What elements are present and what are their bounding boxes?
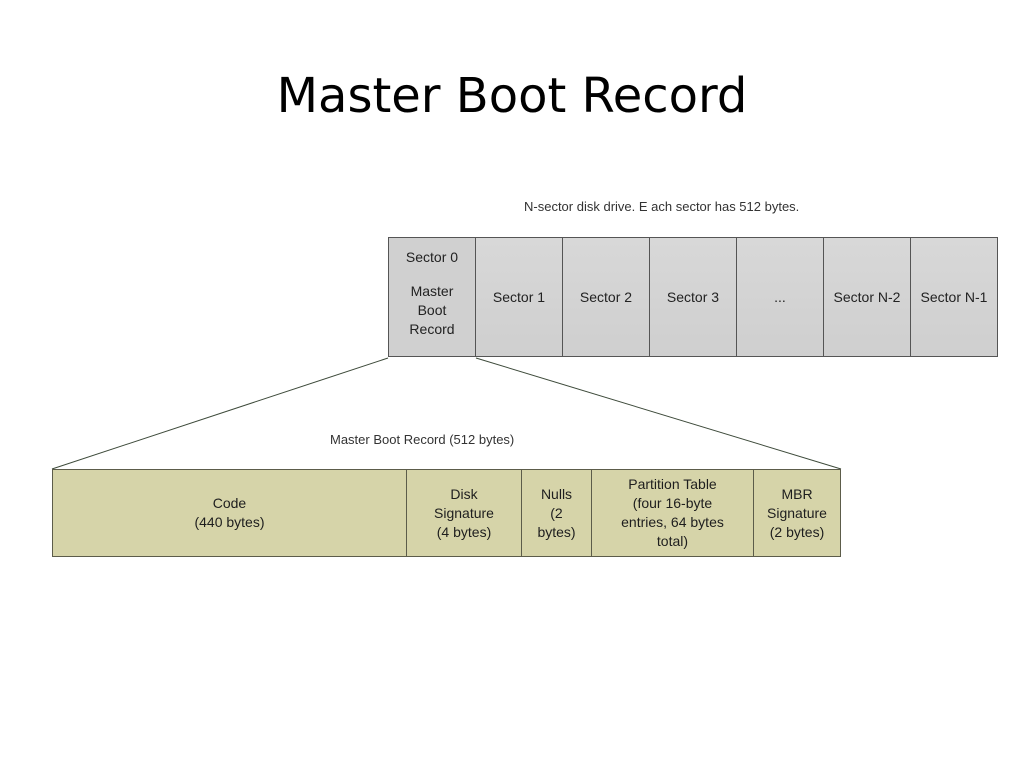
- mbr-field-partition-table-line1: Partition Table: [628, 476, 717, 492]
- sector-0-desc-line1: Master: [410, 283, 454, 299]
- sector-1-label: Sector 1: [492, 288, 546, 305]
- mbr-field-disk-signature-line2: Signature: [434, 504, 494, 521]
- sector-2-label: Sector 2: [579, 288, 633, 305]
- mbr-field-code-line1: Code: [212, 495, 247, 511]
- sector-n-1-box: Sector N-1: [910, 237, 998, 357]
- sector-n-1-label: Sector N-1: [920, 288, 988, 305]
- mbr-caption: Master Boot Record (512 bytes): [330, 432, 515, 447]
- sector-1-box: Sector 1: [475, 237, 563, 357]
- sector-0-desc-line3: Record: [409, 321, 455, 337]
- mbr-field-mbr-signature: MBR Signature (2 bytes): [753, 469, 841, 557]
- mbr-field-nulls-line2: (2: [550, 504, 563, 521]
- slide-title: Master Boot Record: [276, 68, 748, 124]
- sector-n-2-label: Sector N-2: [833, 288, 901, 305]
- mbr-field-partition-table-line2: (four 16-byte: [632, 495, 713, 511]
- mbr-field-disk-signature: Disk Signature (4 bytes): [406, 469, 522, 557]
- sector-2-box: Sector 2: [562, 237, 650, 357]
- mbr-field-mbr-signature-line1: MBR: [781, 485, 813, 502]
- mbr-field-partition-table-line3: entries, 64 bytes: [621, 514, 724, 530]
- sector-3-label: Sector 3: [666, 288, 720, 305]
- sector-0-label: Sector 0: [405, 249, 459, 265]
- mbr-field-mbr-signature-line3: (2 bytes): [769, 523, 825, 540]
- mbr-field-mbr-signature-line2: Signature: [767, 504, 827, 521]
- expansion-line-right: [475, 357, 842, 470]
- mbr-field-code-line2: (440 bytes): [194, 514, 265, 530]
- sector-3-box: Sector 3: [649, 237, 737, 357]
- sector-ellipsis-label: ...: [774, 288, 786, 305]
- mbr-field-partition-table-line4: total): [656, 533, 689, 549]
- sector-ellipsis-box: ...: [736, 237, 824, 357]
- sector-n-2-box: Sector N-2: [823, 237, 911, 357]
- sector-0-box: Sector 0 Master Boot Record: [388, 237, 476, 357]
- expansion-line-left: [51, 357, 389, 470]
- disk-caption: N-sector disk drive. E ach sector has 51…: [524, 199, 800, 214]
- mbr-field-disk-signature-line3: (4 bytes): [436, 523, 492, 540]
- mbr-field-nulls-line3: bytes): [537, 523, 576, 540]
- mbr-field-nulls: Nulls (2 bytes): [521, 469, 592, 557]
- sector-0-desc-line2: Boot: [417, 302, 447, 318]
- mbr-field-code: Code (440 bytes): [52, 469, 407, 557]
- mbr-field-nulls-line1: Nulls: [540, 485, 573, 502]
- mbr-field-disk-signature-line1: Disk: [450, 485, 478, 502]
- mbr-field-partition-table: Partition Table (four 16-byte entries, 6…: [591, 469, 754, 557]
